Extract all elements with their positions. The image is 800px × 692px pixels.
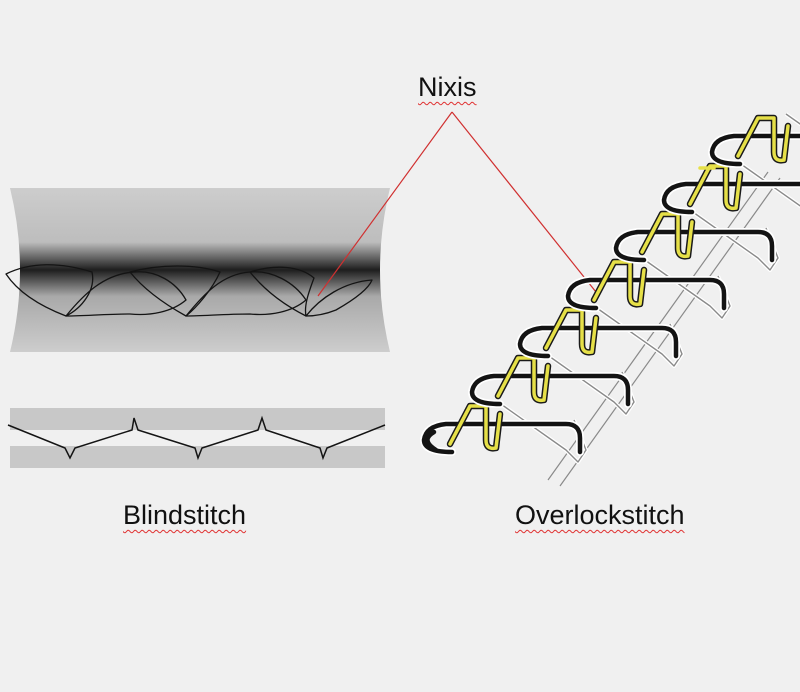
yellow-looper-thread xyxy=(544,308,598,355)
blindstitch-thread xyxy=(7,415,386,461)
black-looper-thread xyxy=(517,325,679,359)
yellow-looper-thread xyxy=(448,404,502,451)
black-looper-thread xyxy=(613,229,775,263)
yellow-looper-thread xyxy=(640,212,694,259)
black-looper-thread xyxy=(709,133,800,167)
black-looper-thread xyxy=(469,373,631,407)
yellow-looper-thread xyxy=(688,164,742,211)
blindstitch-fabric-top xyxy=(10,408,385,430)
overlockstitch-label: Overlockstitch xyxy=(515,500,685,530)
grey-loop xyxy=(737,161,800,207)
blindstitch-label: Blindstitch xyxy=(123,500,247,530)
blindstitch-fold-stitches xyxy=(5,264,373,317)
nixis-label: Nixis xyxy=(418,72,477,102)
yellow-looper-thread xyxy=(736,116,790,163)
blindstitch-fabric-fold xyxy=(10,188,390,352)
black-looper-thread xyxy=(421,421,583,455)
yellow-looper-thread xyxy=(592,260,646,307)
black-thread-end xyxy=(425,429,439,453)
overlockstitch-illustration xyxy=(420,112,800,487)
nixis-pointer-lines xyxy=(317,111,597,297)
black-looper-thread xyxy=(661,181,800,215)
yellow-looper-thread xyxy=(496,356,550,403)
black-looper-thread xyxy=(565,277,727,311)
